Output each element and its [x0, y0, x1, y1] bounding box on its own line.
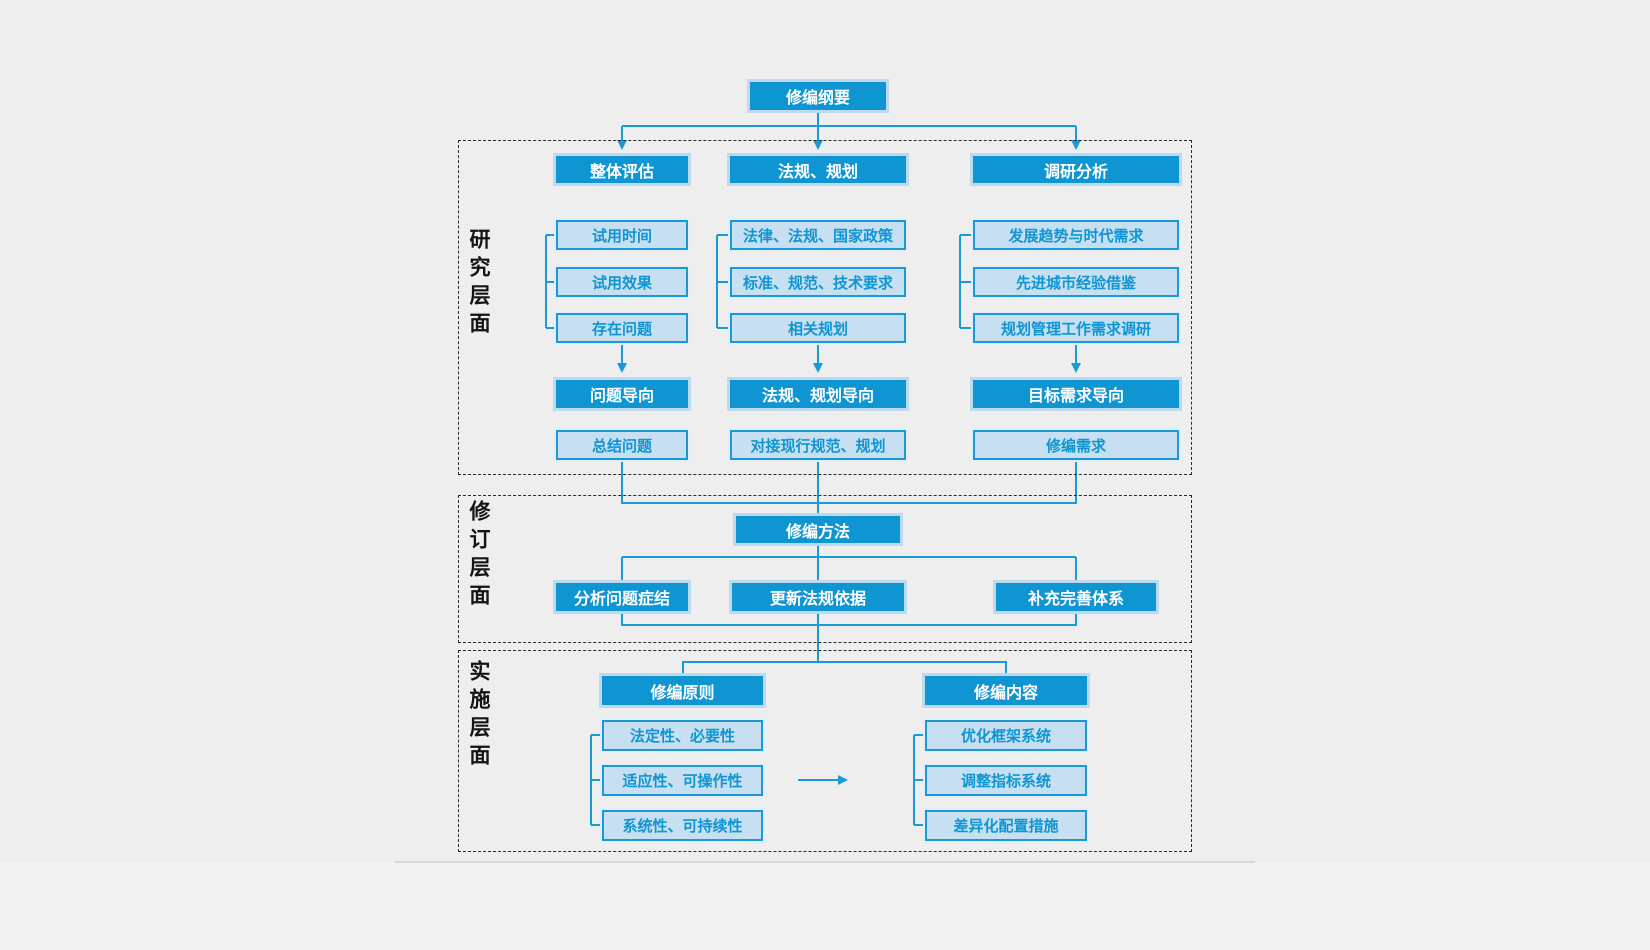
- implementation-principle-item: 法定性、必要性: [602, 720, 763, 751]
- revision-action: 更新法规依据: [732, 583, 904, 611]
- research-col2-header: 法规、规划: [730, 156, 906, 183]
- revision-action: 补充完善体系: [996, 583, 1156, 611]
- research-col3-item: 规划管理工作需求调研: [973, 313, 1179, 343]
- implementation-content-item: 调整指标系统: [925, 765, 1087, 796]
- research-col3-item: 发展趋势与时代需求: [973, 220, 1179, 250]
- implementation-content-header: 修编内容: [925, 676, 1087, 705]
- research-col2-item: 法律、法规、国家政策: [730, 220, 906, 250]
- research-col1-summary: 总结问题: [556, 430, 688, 460]
- research-col3-header: 调研分析: [973, 156, 1179, 183]
- research-col1-direction: 问题导向: [556, 380, 688, 408]
- revision-action: 分析问题症结: [556, 583, 688, 611]
- research-col2-summary: 对接现行规范、规划: [730, 430, 906, 460]
- root-node: 修编纲要: [750, 82, 886, 110]
- implementation-principle-item: 适应性、可操作性: [602, 765, 763, 796]
- page-divider: [395, 861, 1255, 863]
- bottom-band: [0, 863, 1650, 950]
- research-col1-item: 试用效果: [556, 267, 688, 297]
- section-label-revision: 修订层面: [467, 500, 490, 612]
- research-col2-item: 相关规划: [730, 313, 906, 343]
- implementation-principles-header: 修编原则: [602, 676, 763, 705]
- research-col1-item: 试用时间: [556, 220, 688, 250]
- research-col2-direction: 法规、规划导向: [730, 380, 906, 408]
- research-col1-header: 整体评估: [556, 156, 688, 183]
- research-col3-direction: 目标需求导向: [973, 380, 1179, 408]
- research-col1-item: 存在问题: [556, 313, 688, 343]
- implementation-content-item: 差异化配置措施: [925, 810, 1087, 841]
- implementation-content-item: 优化框架系统: [925, 720, 1087, 751]
- section-implementation-border: [458, 650, 1192, 852]
- research-col3-summary: 修编需求: [973, 430, 1179, 460]
- research-col3-item: 先进城市经验借鉴: [973, 267, 1179, 297]
- section-research-border: [458, 140, 1192, 475]
- section-revision-border: [458, 495, 1192, 643]
- revision-method: 修编方法: [736, 516, 900, 543]
- section-label-research: 研究层面: [467, 228, 490, 340]
- section-label-implementation: 实施层面: [467, 660, 490, 772]
- research-col2-item: 标准、规范、技术要求: [730, 267, 906, 297]
- implementation-principle-item: 系统性、可持续性: [602, 810, 763, 841]
